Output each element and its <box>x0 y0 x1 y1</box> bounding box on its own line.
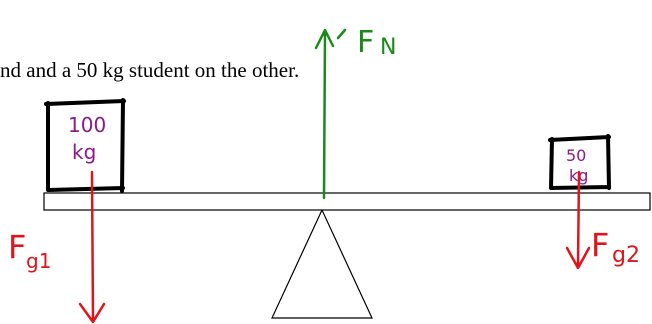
normal-force-subscript: N <box>380 35 396 60</box>
gravity-force-left-subscript: g1 <box>26 249 51 273</box>
left-mass-unit: kg <box>72 140 96 164</box>
left-mass-value: 100 <box>68 113 106 137</box>
normal-force-tick <box>336 28 347 40</box>
right-mass-box <box>548 134 611 190</box>
left-mass-box <box>44 98 126 193</box>
gravity-force-left-label: F <box>8 228 26 266</box>
problem-statement: nd and a 50 kg student on the other. <box>0 58 300 82</box>
gravity-force-right-label: F <box>591 226 609 264</box>
seesaw-plank <box>43 192 651 211</box>
normal-force-arrow <box>314 28 335 200</box>
gravity-force-right-subscript: g2 <box>612 243 640 268</box>
gravity-force-left-arrow <box>78 170 106 324</box>
right-mass-value: 50 <box>566 146 586 165</box>
normal-force-label: F <box>357 25 374 60</box>
gravity-force-right-arrow <box>565 170 591 270</box>
pivot-triangle <box>271 208 373 319</box>
